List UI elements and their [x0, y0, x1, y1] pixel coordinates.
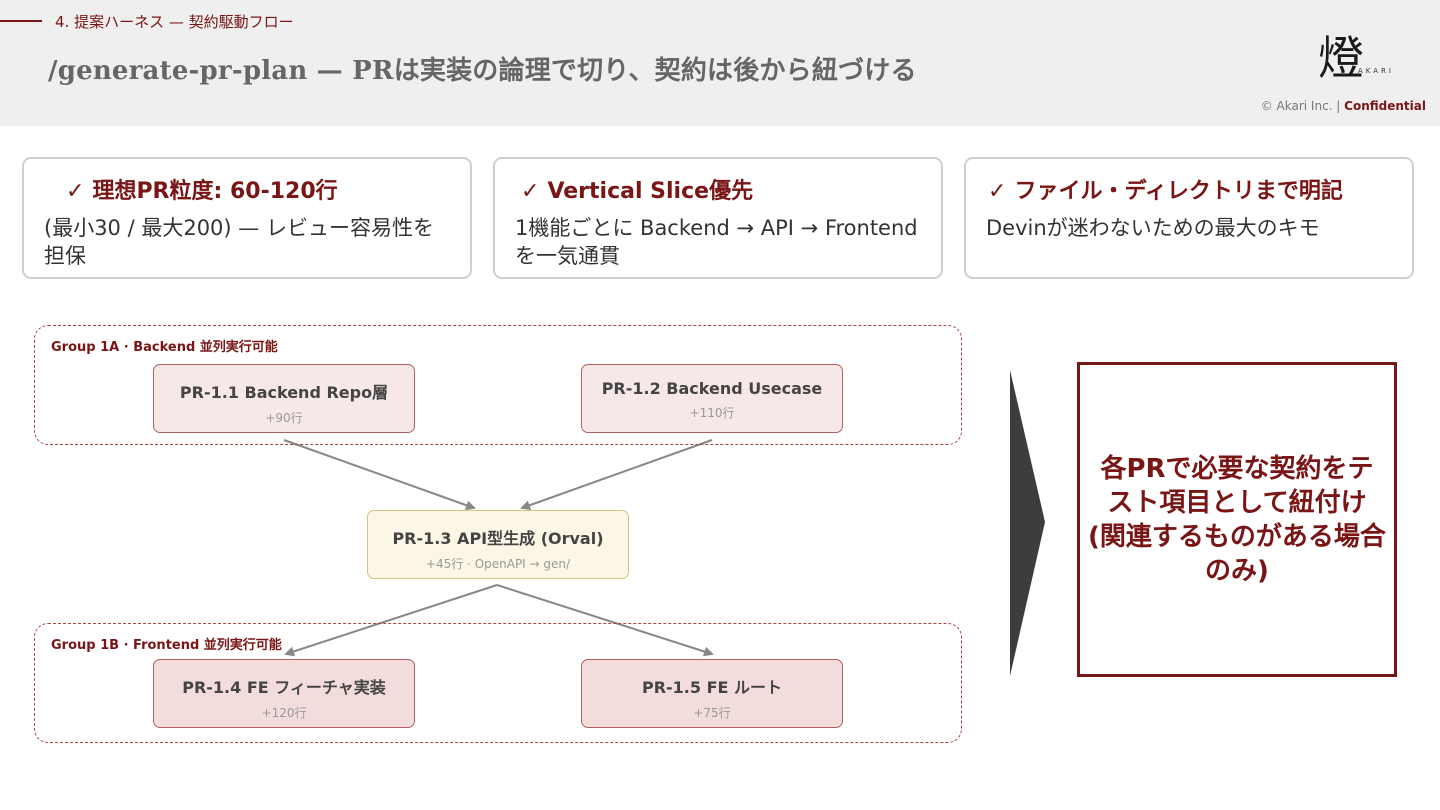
card-title: ✓ ファイル・ディレクトリまで明記 — [986, 173, 1392, 205]
card-title: ✓ 理想PR粒度: 60-120行 — [44, 173, 450, 205]
card-description: Devinが迷わないための最大のキモ — [986, 216, 1320, 240]
check-icon: ✓ — [521, 179, 540, 204]
group-backend — [34, 325, 962, 445]
dependency-edges — [283, 439, 714, 657]
card-file-paths: ✓ ファイル・ディレクトリまで明記 Devinが迷わないための最大のキモ — [964, 157, 1414, 279]
group-frontend — [34, 623, 962, 743]
pr-line-count: +120行 — [261, 706, 307, 720]
edge-pr13-to-pr14 — [284, 584, 498, 657]
logo-glyph: 燈 — [1318, 31, 1364, 85]
contract-callout: 各PRで必要な契約をテスト項目として紐付け (関連するものがある場合のみ) — [1077, 362, 1397, 677]
card-title-text: Vertical Slice優先 — [547, 179, 754, 204]
pr-title: PR-1.4 FE フィーチャ実装 — [182, 678, 386, 697]
card-description: 1機能ごとに Backend → API → Frontend を一気通貫 — [515, 216, 918, 268]
check-icon: ✓ — [66, 179, 85, 204]
card-title-text: 理想PR粒度: 60-120行 — [92, 179, 338, 204]
logo-wordmark: AKARI — [1358, 67, 1394, 75]
card-title-text: ファイル・ディレクトリまで明記 — [1014, 179, 1343, 204]
pr-title: PR-1.2 Backend Usecase — [601, 379, 823, 398]
check-icon: ✓ — [988, 179, 1007, 204]
pr-title: PR-1.1 Backend Repo層 — [179, 383, 389, 402]
callout-text: 各PRで必要な契約をテスト項目として紐付け (関連するものがある場合のみ) — [1088, 453, 1386, 586]
edge-pr11-to-pr13 — [283, 439, 476, 511]
pr-node-1-3: PR-1.3 API型生成 (Orval) +45行 · OpenAPI → g… — [367, 510, 629, 579]
slide-header: 4. 提案ハーネス — 契約駆動フロー /generate-pr-plan — … — [0, 0, 1440, 126]
copyright-text: © Akari Inc. | — [1260, 99, 1345, 113]
pr-node-1-4: PR-1.4 FE フィーチャ実装 +120行 — [153, 659, 415, 728]
slide-title: /generate-pr-plan — PRは実装の論理で切り、契約は後から紐づ… — [48, 56, 917, 86]
card-vertical-slice: ✓ Vertical Slice優先 1機能ごとに Backend → API →… — [493, 157, 943, 279]
pr-node-1-1: PR-1.1 Backend Repo層 +90行 — [153, 364, 415, 433]
company-logo: 燈 AKARI — [1312, 32, 1404, 88]
pr-line-count: +110行 — [689, 406, 735, 420]
copyright-notice: © Akari Inc. | Confidential — [1261, 99, 1426, 113]
chevron-right-icon — [1010, 370, 1045, 676]
card-pr-size: ✓ 理想PR粒度: 60-120行 (最小30 / 最大200) — レビュー容易… — [22, 157, 472, 279]
pr-node-1-5: PR-1.5 FE ルート +75行 — [581, 659, 843, 728]
edge-pr12-to-pr13 — [520, 439, 713, 511]
pr-node-1-2: PR-1.2 Backend Usecase +110行 — [581, 364, 843, 433]
pr-line-count: +45行 · OpenAPI → gen/ — [425, 557, 571, 571]
card-description: (最小30 / 最大200) — レビュー容易性を担保 — [44, 216, 434, 268]
pr-title: PR-1.3 API型生成 (Orval) — [392, 529, 604, 548]
pr-line-count: +75行 — [693, 706, 731, 720]
edge-pr13-to-pr15 — [496, 584, 714, 657]
section-label: 4. 提案ハーネス — 契約駆動フロー — [55, 13, 294, 31]
pr-title: PR-1.5 FE ルート — [641, 678, 783, 697]
section-divider — [0, 20, 42, 22]
group-frontend-label: Group 1B · Frontend 並列実行可能 — [51, 638, 282, 653]
group-backend-label: Group 1A · Backend 並列実行可能 — [51, 340, 278, 355]
card-title: ✓ Vertical Slice優先 — [515, 173, 921, 205]
confidential-label: Confidential — [1344, 99, 1426, 113]
pr-dependency-diagram: Group 1A · Backend 並列実行可能 Group 1B · Fro… — [0, 300, 990, 770]
pr-line-count: +90行 — [265, 411, 303, 425]
